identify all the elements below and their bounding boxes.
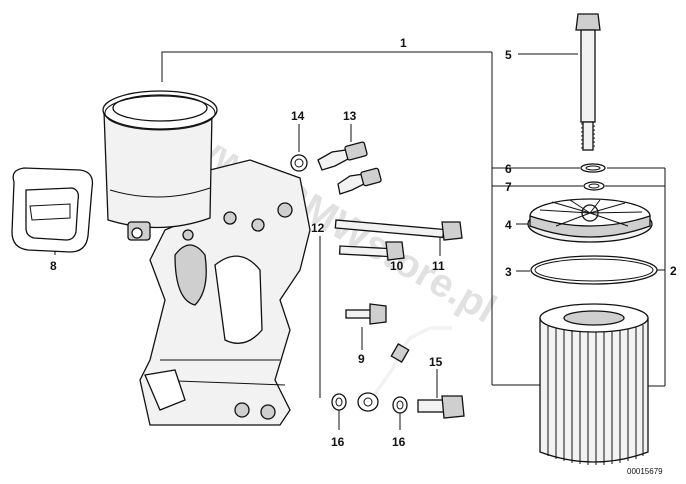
- leader-lines: [54, 51, 666, 430]
- oil-sensor: [317, 141, 382, 195]
- gasket: [11, 167, 94, 253]
- callout-15: 15: [429, 355, 443, 369]
- callout-12: 12: [311, 221, 325, 235]
- callout-14: 14: [291, 109, 305, 123]
- filter-element: [539, 303, 649, 465]
- callout-3: 3: [505, 265, 512, 279]
- filter-pleats: [547, 325, 644, 465]
- hex-bolt-10: [338, 241, 405, 261]
- hex-bolt-9: [345, 303, 387, 325]
- banjo-bolt: [417, 395, 465, 419]
- cover-ribs: [539, 199, 643, 227]
- callout-11: 11: [432, 259, 445, 273]
- callout-4: 4: [505, 218, 512, 232]
- washers-16: [331, 393, 408, 414]
- oil-pipe: [357, 326, 452, 412]
- callout-9: 9: [358, 352, 365, 366]
- callout-6: 6: [505, 162, 512, 176]
- reference-number: 00015679: [627, 467, 663, 476]
- filter-housing: [102, 90, 311, 426]
- callout-13: 13: [343, 109, 357, 123]
- sealing-ring: [290, 154, 308, 172]
- callout-labels: 1 2 3 4 5 6 7 8 9 10 11 12 13 14 15 16 1…: [50, 36, 677, 449]
- long-bolt: [334, 219, 463, 241]
- callout-7: 7: [505, 180, 512, 194]
- o-rings: [580, 163, 606, 191]
- callout-16-right: 16: [392, 435, 406, 449]
- callout-1: 1: [400, 36, 407, 50]
- callout-2: 2: [670, 264, 677, 278]
- callout-8: 8: [50, 259, 57, 273]
- large-o-ring: [530, 255, 658, 285]
- callout-16-left: 16: [331, 435, 345, 449]
- center-bolt: [575, 13, 601, 151]
- callout-5: 5: [505, 48, 512, 62]
- filter-cover: [527, 198, 653, 243]
- callout-10: 10: [390, 259, 404, 273]
